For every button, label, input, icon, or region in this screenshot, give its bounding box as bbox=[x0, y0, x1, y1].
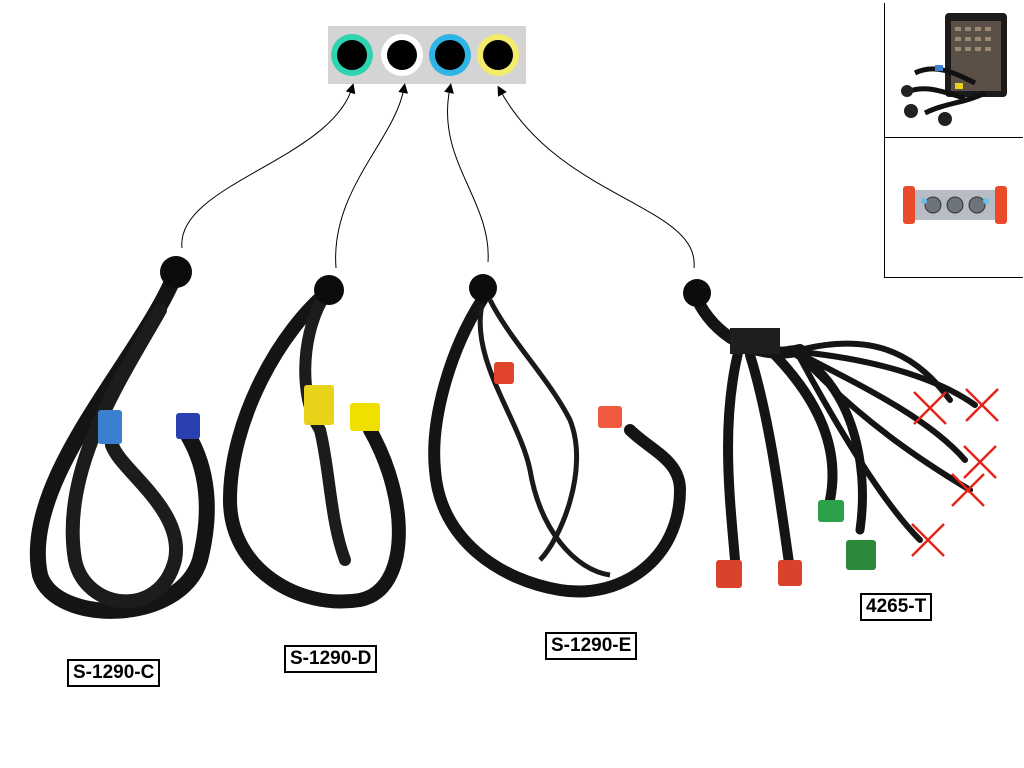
cross-mark bbox=[963, 445, 997, 479]
crossed-out-markers bbox=[911, 388, 999, 557]
cable-label-s-1290-c: S-1290-C bbox=[67, 659, 161, 687]
connector-t1 bbox=[716, 560, 742, 588]
connector-d1 bbox=[304, 385, 334, 425]
connector-c1 bbox=[98, 410, 122, 444]
port-hole bbox=[483, 40, 513, 70]
cable-4265-t bbox=[683, 279, 978, 588]
connector-d2 bbox=[350, 403, 380, 431]
cable-s-1290-c bbox=[29, 256, 215, 619]
connector-t3 bbox=[818, 500, 844, 522]
cross-mark bbox=[911, 523, 945, 557]
cable-label-s-1290-d: S-1290-D bbox=[284, 645, 378, 673]
cable-s-1290-d bbox=[222, 275, 406, 609]
arrow-to-port-4 bbox=[497, 85, 695, 269]
round-connector bbox=[160, 256, 192, 288]
connector-t2 bbox=[778, 560, 802, 586]
cross-mark bbox=[913, 391, 947, 425]
cable-label-s-1290-e: S-1290-E bbox=[545, 632, 638, 660]
connector-e1 bbox=[494, 362, 514, 384]
arrow-to-port-3 bbox=[444, 83, 489, 263]
connector-t4 bbox=[846, 540, 876, 570]
round-connector bbox=[314, 275, 344, 305]
cable-label-4265-t: 4265-T bbox=[860, 593, 933, 621]
label-tag bbox=[730, 328, 780, 354]
round-connector bbox=[683, 279, 711, 307]
port-hole bbox=[435, 40, 465, 70]
arrow-to-port-1 bbox=[181, 83, 356, 249]
round-connector bbox=[469, 274, 497, 302]
connection-arrows bbox=[181, 83, 695, 269]
connector-c2 bbox=[176, 413, 200, 439]
cross-mark bbox=[951, 473, 985, 507]
port-hole bbox=[387, 40, 417, 70]
case-photo bbox=[901, 13, 1007, 126]
connector-e2 bbox=[598, 406, 622, 428]
cross-mark bbox=[965, 388, 999, 422]
arrow-to-port-2 bbox=[335, 83, 409, 269]
inset-divider bbox=[885, 137, 1023, 138]
port-hole bbox=[337, 40, 367, 70]
cable-s-1290-e bbox=[428, 274, 687, 598]
interface-box-photo bbox=[903, 186, 1007, 224]
inset-panel bbox=[884, 3, 1023, 278]
